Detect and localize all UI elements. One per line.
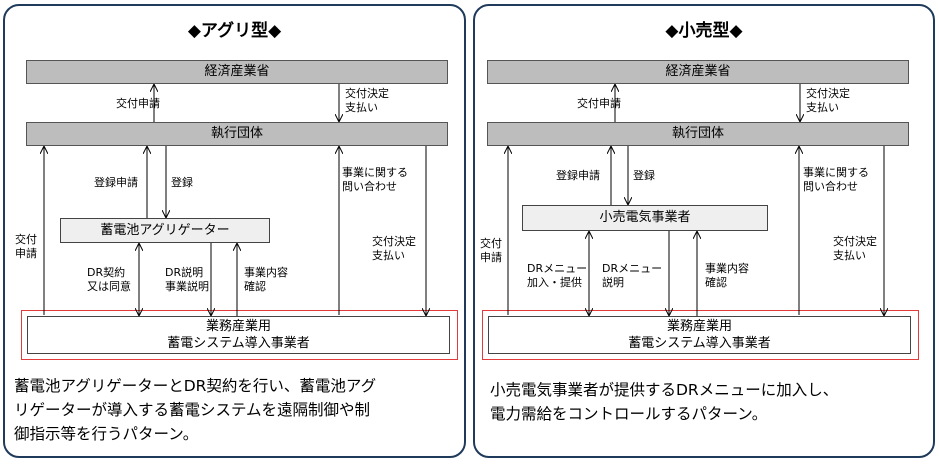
left-installer-line1: 業務産業用 bbox=[205, 319, 271, 334]
left-label-side-decision: 交付決定 支払い bbox=[372, 235, 416, 262]
left-label-side-apply: 交付 申請 bbox=[15, 233, 37, 260]
right-label-confirm: 事業内容 確認 bbox=[705, 262, 749, 289]
right-installer-line1: 業務産業用 bbox=[666, 319, 732, 334]
right-label-side-decision: 交付決定 支払い bbox=[833, 235, 877, 262]
left-installer-box: 業務産業用 蓄電システム導入事業者 bbox=[27, 316, 450, 354]
right-panel-title: ◆小売型◆ bbox=[665, 21, 743, 41]
left-label-reg-apply: 登録申請 bbox=[94, 176, 138, 189]
left-label-explain: DR説明 事業説明 bbox=[165, 266, 209, 293]
left-target-highlight bbox=[21, 310, 458, 360]
left-panel-title: ◆アグリ型◆ bbox=[187, 21, 282, 41]
right-target-highlight bbox=[482, 310, 919, 360]
right-description: 小売電気事業者が提供するDRメニューに加入し、 電力需給をコントロールするパター… bbox=[490, 381, 839, 423]
right-label-inquiry: 事業に関する 問い合わせ bbox=[803, 166, 869, 193]
right-ministry-box: 経済産業省 bbox=[487, 60, 909, 84]
right-label-menu: DRメニュー 加入・提供 bbox=[527, 262, 588, 289]
right-installer-line2: 蓄電システム導入事業者 bbox=[628, 336, 771, 351]
left-label-grant-decision: 交付決定 支払い bbox=[345, 87, 389, 114]
left-label-inquiry: 事業に関する 問い合わせ bbox=[342, 166, 408, 193]
left-label-grant-apply: 交付申請 bbox=[116, 97, 160, 110]
right-label-side-apply: 交付 申請 bbox=[480, 237, 502, 264]
left-label-confirm: 事業内容 確認 bbox=[244, 266, 288, 293]
left-aggregator-box: 蓄電池アグリゲーター bbox=[60, 218, 270, 243]
right-label-grant-decision: 交付決定 支払い bbox=[806, 87, 850, 114]
right-label-explain: DRメニュー 説明 bbox=[602, 262, 663, 289]
left-ministry-box: 経済産業省 bbox=[26, 60, 448, 84]
left-executor-box: 執行団体 bbox=[26, 122, 448, 146]
right-label-reg-apply: 登録申請 bbox=[556, 169, 600, 182]
left-description: 蓄電池アグリゲーターとDR契約を行い、蓄電池アグ リゲーターが導入する蓄電システ… bbox=[14, 377, 377, 443]
right-retailer-box: 小売電気事業者 bbox=[522, 205, 768, 231]
left-label-register: 登録 bbox=[171, 176, 193, 189]
left-installer-line2: 蓄電システム導入事業者 bbox=[167, 336, 310, 351]
right-label-grant-apply: 交付申請 bbox=[577, 97, 621, 110]
right-installer-box: 業務産業用 蓄電システム導入事業者 bbox=[488, 316, 911, 354]
right-label-register: 登録 bbox=[633, 169, 655, 182]
left-label-contract: DR契約 又は同意 bbox=[87, 266, 131, 293]
right-executor-box: 執行団体 bbox=[487, 122, 909, 146]
